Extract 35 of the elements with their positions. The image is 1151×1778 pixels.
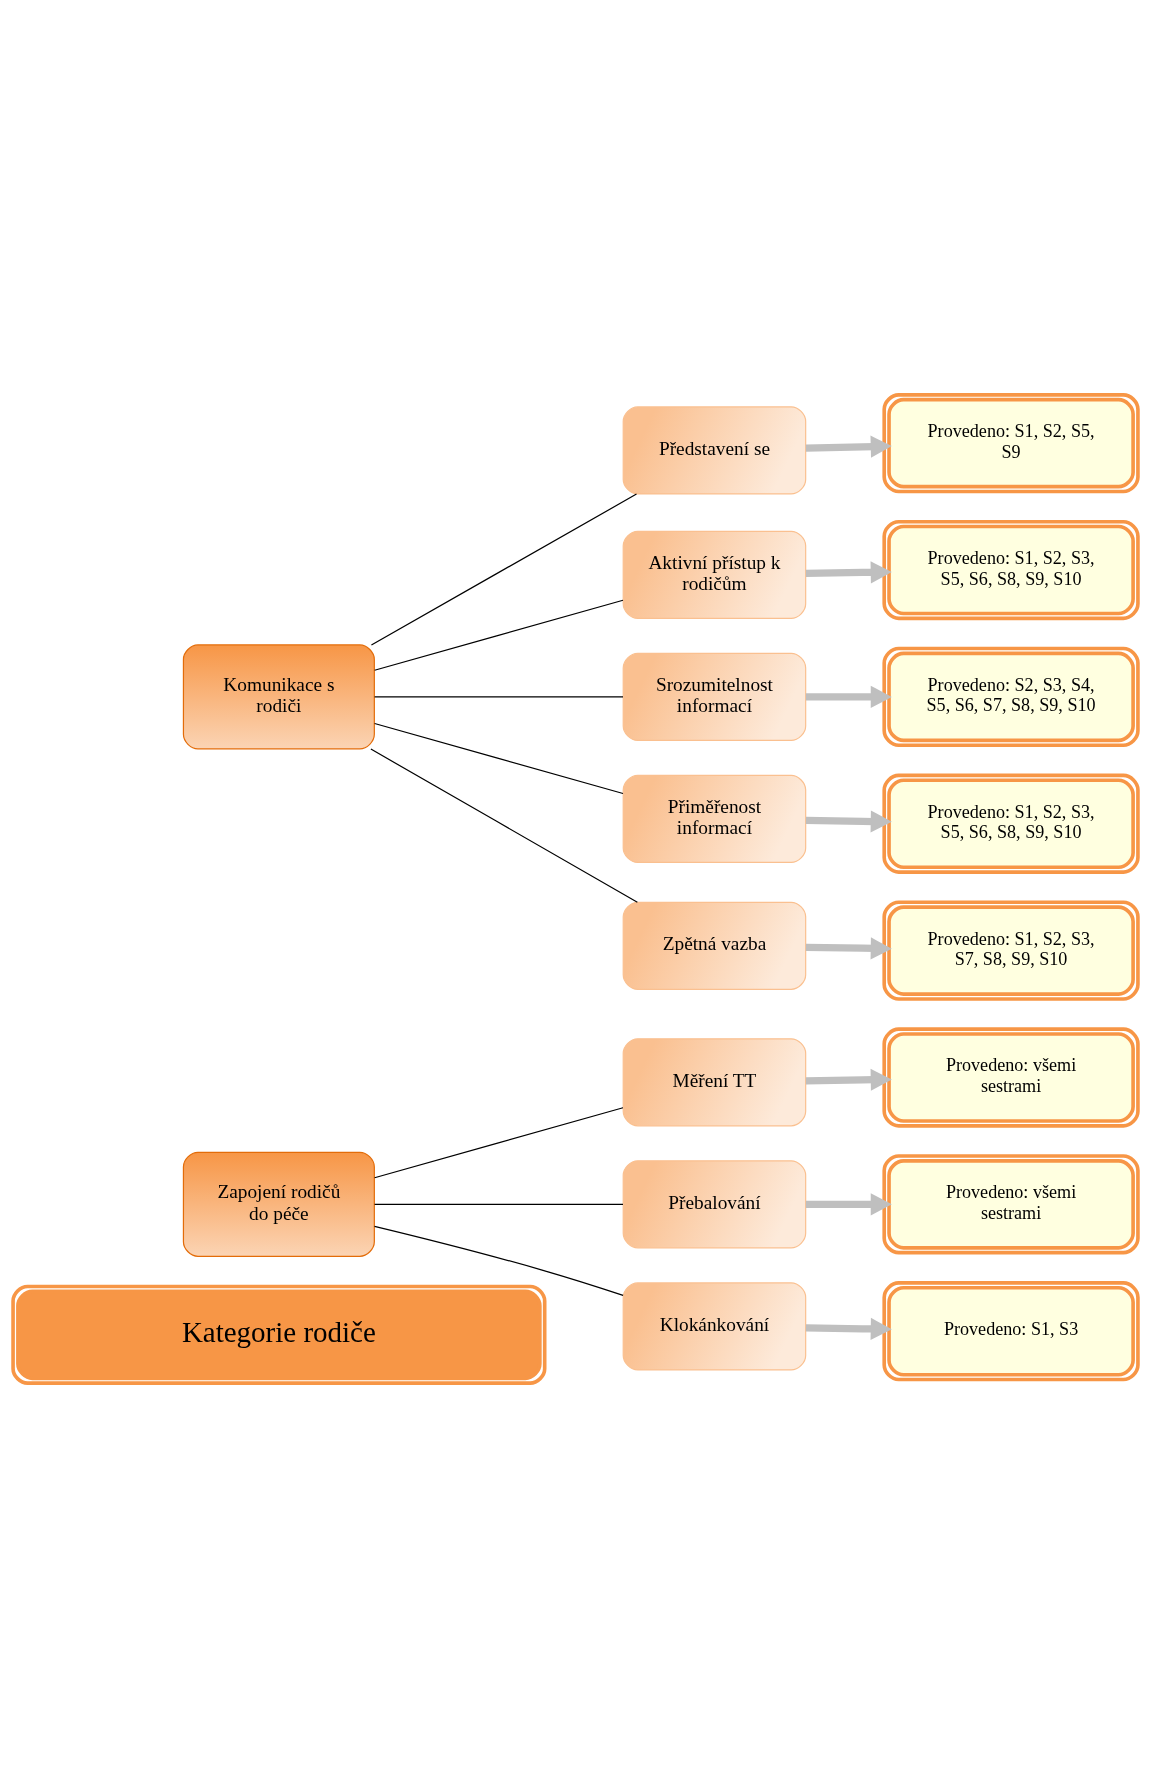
node-box: Provedeno: všemi sestrami [882,1027,1140,1128]
node-box: Přiměřenost informací [622,774,807,864]
node-box: Aktivní přístup k rodičům [622,530,807,619]
node-box: Provedeno: S1, S2, S3, S5, S6, S8, S9, S10 [882,519,1140,621]
node-box: Klokánkování [622,1282,807,1371]
node-box: Kategorie rodiče [11,1284,547,1385]
arrow [805,561,892,584]
connector [373,1225,624,1296]
arrow [805,435,892,458]
arrow [805,810,892,833]
connector [370,493,638,646]
arrow [805,937,892,960]
connector [370,748,638,903]
node-box: Provedeno: všemi sestrami [882,1154,1140,1255]
connector [374,1107,624,1179]
node-box: Provedeno: S2, S3, S4, S5, S6, S7, S8, S9, S10 [882,646,1140,748]
node-box: Přebalování [622,1160,807,1249]
arrow [805,685,892,708]
node-box: Měření TT [622,1038,807,1127]
connector [374,1203,624,1205]
arrow [805,1317,892,1340]
node-box: Zapojení rodičů do péče [182,1151,375,1257]
node-box: Provedeno: S1, S2, S3, S5, S6, S8, S9, S10 [882,773,1140,874]
node-box: Provedeno: S1, S3 [882,1281,1140,1382]
arrow [805,1068,892,1091]
node-box: Představení se [622,406,807,495]
node-box: Provedeno: S1, S2, S3, S7, S8, S9, S10 [882,900,1140,1001]
connector [374,599,624,671]
node-box: Komunikace s rodiči [182,644,375,750]
connector [374,722,624,795]
node-box: Provedeno: S1, S2, S5, S9 [882,393,1140,494]
node-box: Zpětná vazba [622,901,807,990]
node-box: Srozumitelnost informací [622,652,807,741]
arrow [805,1193,892,1216]
connector [374,696,624,698]
